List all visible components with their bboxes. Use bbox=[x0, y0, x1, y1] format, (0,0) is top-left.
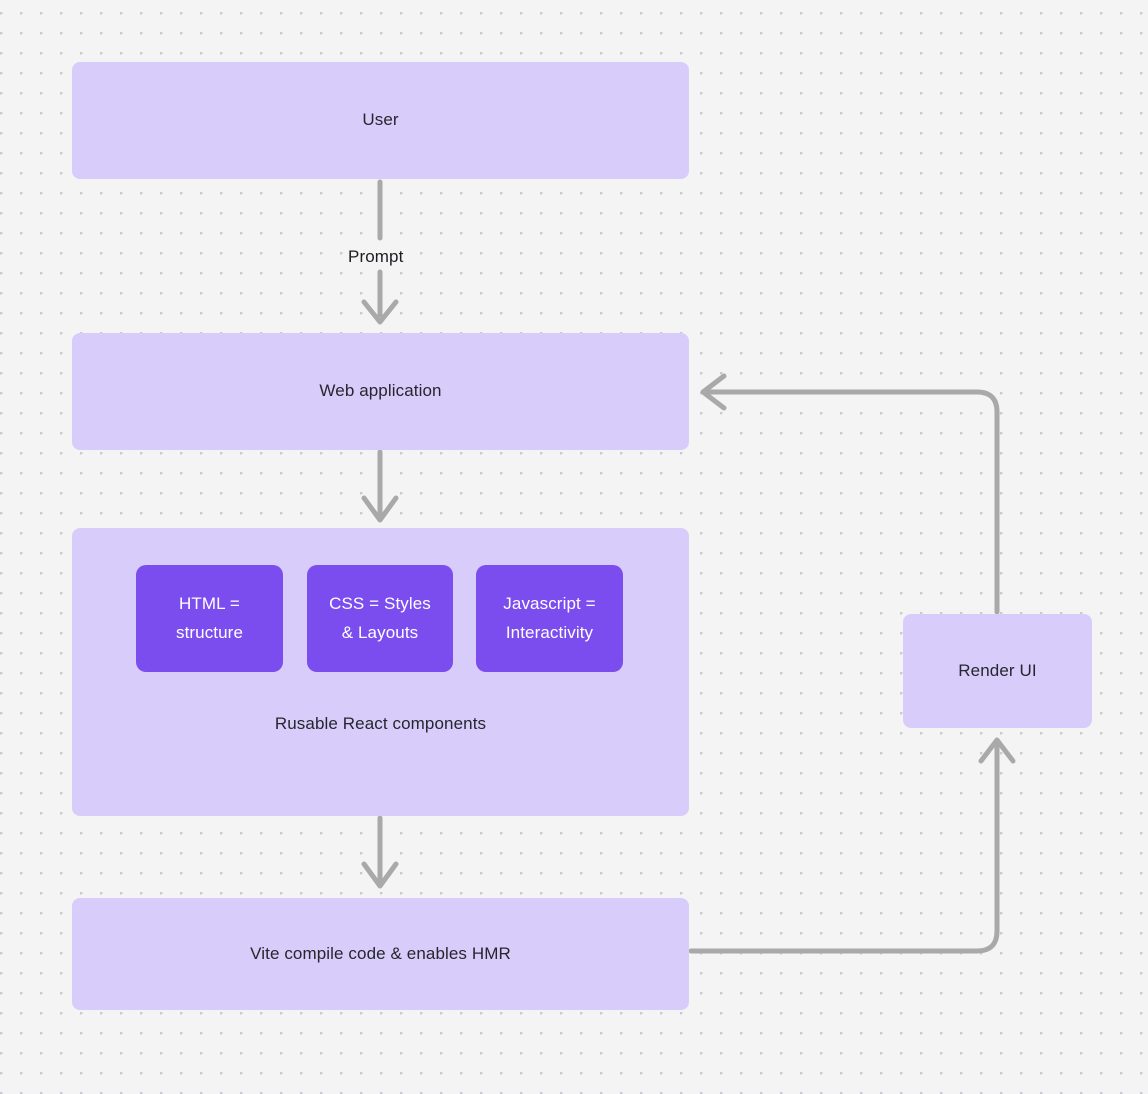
node-web-application-label: Web application bbox=[319, 381, 442, 401]
node-css-label: CSS = Styles & Layouts bbox=[329, 590, 431, 648]
node-html-label-line1: HTML = bbox=[179, 593, 240, 613]
node-javascript-label: Javascript = Interactivity bbox=[503, 590, 595, 648]
node-html-label: HTML = structure bbox=[176, 590, 243, 648]
node-render-ui-label: Render UI bbox=[958, 660, 1037, 680]
node-render-ui[interactable]: Render UI bbox=[903, 614, 1092, 728]
node-html[interactable]: HTML = structure bbox=[136, 565, 283, 672]
edge-webapp-to-components bbox=[361, 449, 399, 523]
components-caption: Rusable React components bbox=[274, 714, 487, 733]
edge-vite-to-render bbox=[688, 737, 1016, 954]
node-javascript[interactable]: Javascript = Interactivity bbox=[476, 565, 623, 672]
node-css-label-line2: & Layouts bbox=[341, 622, 419, 642]
edge-components-to-vite bbox=[361, 815, 399, 889]
node-user-label: User bbox=[362, 110, 399, 130]
node-user[interactable]: User bbox=[72, 62, 689, 179]
node-css-label-line1: CSS = Styles bbox=[329, 593, 431, 613]
node-vite-label: Vite compile code & enables HMR bbox=[250, 943, 511, 963]
node-vite[interactable]: Vite compile code & enables HMR bbox=[72, 898, 689, 1010]
node-javascript-label-line1: Javascript = bbox=[503, 593, 596, 613]
node-css[interactable]: CSS = Styles & Layouts bbox=[307, 565, 453, 672]
node-html-label-line2: structure bbox=[175, 622, 244, 642]
node-web-application[interactable]: Web application bbox=[72, 333, 689, 450]
node-javascript-label-line2: Interactivity bbox=[505, 622, 594, 642]
edge-label-prompt: Prompt bbox=[343, 246, 409, 268]
edge-render-to-webapp bbox=[700, 373, 1000, 615]
